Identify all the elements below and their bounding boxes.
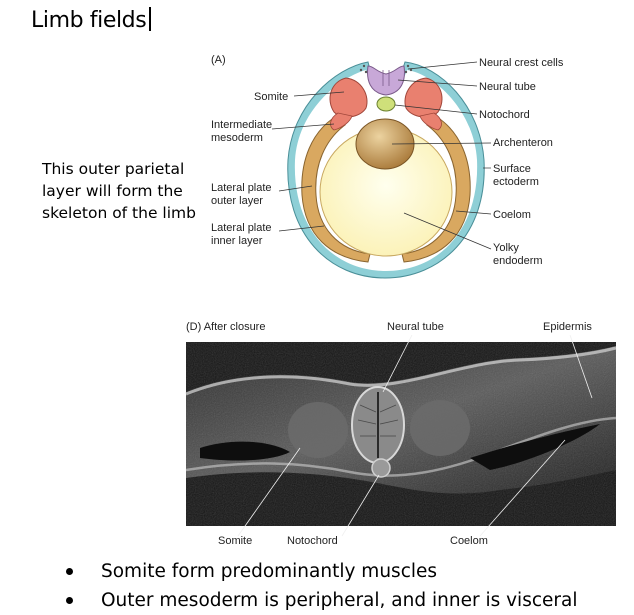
text-cursor	[149, 7, 152, 31]
note-line-1: This outer parietal	[42, 160, 185, 178]
note-line-2: layer will form the	[42, 182, 183, 200]
micrograph-somite-left	[288, 402, 348, 458]
bullet-dot	[66, 597, 73, 604]
label-lateral-outer-2: outer layer	[211, 195, 263, 207]
bullet-list: Somite form predominantly muscles Outer …	[66, 557, 577, 615]
label-lateral-inner-1: Lateral plate	[211, 222, 272, 234]
label-notochord: Notochord	[479, 109, 530, 121]
intermediate-mesoderm-left	[330, 112, 353, 131]
panel-a-diagram: (A)	[211, 54, 564, 279]
label-surface-2: ectoderm	[493, 176, 539, 188]
micrograph-neural-tube-texture	[357, 404, 399, 437]
panel-d-label: (D) After closure	[186, 321, 265, 333]
micrograph-lower-layer	[185, 416, 617, 477]
lateral-plate-right	[401, 116, 471, 263]
panel-d-micrograph: (D) After closure Neural tube Epidermis	[185, 321, 617, 537]
micrograph-epidermis	[185, 346, 617, 396]
label-neural-tube: Neural tube	[479, 81, 536, 93]
notochord-shape	[376, 96, 396, 112]
bullet-text: Outer mesoderm is peripheral, and inner …	[101, 590, 578, 611]
panel-a-label: (A)	[211, 54, 226, 66]
bullet-item: Outer mesoderm is peripheral, and inner …	[66, 586, 577, 615]
intermediate-mesoderm-right	[419, 112, 442, 131]
lateral-plate-left	[301, 116, 371, 263]
micrograph-coelom-right	[470, 424, 600, 470]
label-d-epidermis: Epidermis	[543, 321, 592, 333]
bullet-text: Somite form predominantly muscles	[101, 561, 438, 582]
label-yolky-2: endoderm	[493, 255, 543, 267]
micrograph-coelom-left	[200, 441, 290, 461]
micrograph-notochord	[371, 458, 391, 478]
neural-tube-lumen	[382, 70, 390, 86]
neural-crest-dots	[359, 64, 413, 74]
figure-canvas: (A)	[185, 54, 617, 537]
label-neural-crest: Neural crest cells	[479, 57, 564, 69]
label-coelom: Coelom	[493, 209, 531, 221]
bullet-dot	[66, 568, 73, 575]
bullet-item: Somite form predominantly muscles	[66, 557, 577, 586]
panel-d-leader-lines	[237, 334, 593, 537]
micrograph-somite-right	[410, 400, 470, 456]
neural-tube-shape	[367, 65, 405, 96]
note-line-3: skeleton of the limb	[42, 204, 196, 222]
label-lateral-inner-2: inner layer	[211, 235, 263, 247]
label-intermediate-2: mesoderm	[211, 132, 263, 144]
title-text: Limb fields	[31, 8, 147, 33]
panel-a-leader-lines	[271, 61, 492, 250]
page-title: Limb fields	[31, 6, 152, 36]
label-intermediate-1: Intermediate	[211, 119, 272, 131]
label-lateral-outer-1: Lateral plate	[211, 182, 272, 194]
label-surface-1: Surface	[493, 163, 531, 175]
label-somite: Somite	[254, 91, 288, 103]
label-yolky-1: Yolky	[493, 242, 519, 254]
label-archenteron: Archenteron	[493, 137, 553, 149]
label-d-neural-tube: Neural tube	[387, 321, 444, 333]
annotation-note: This outer parietal layer will form the …	[42, 158, 212, 224]
